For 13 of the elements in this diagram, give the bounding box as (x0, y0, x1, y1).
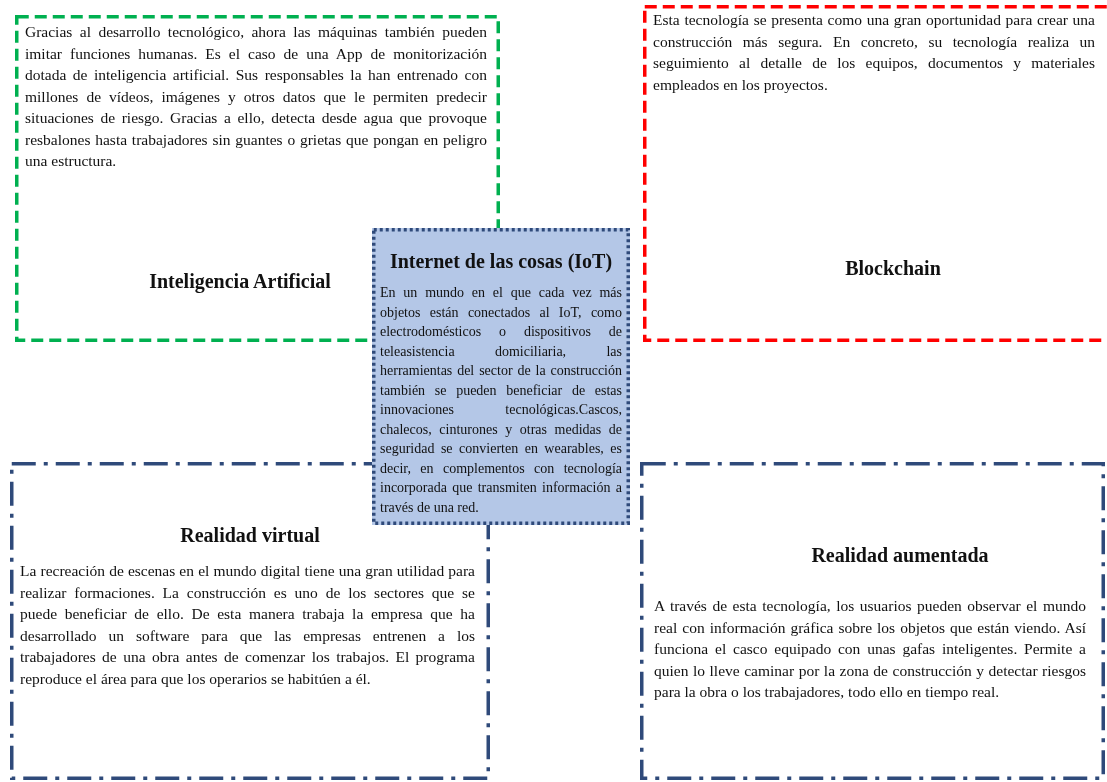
text-panel (372, 228, 630, 525)
panel-heading: Realidad aumentada (810, 544, 990, 567)
paragraph: La recreación de escenas en el mundo digital tiene una gran utilidad para realizar formaciones. La construcción es uno de los sectores que se puede beneficiar de ello. De esta manera trabaja la empresa que ha desarrollado un software para que las empresas entrenen a los trabajadores de una obra antes de comenzar los trabajos. El programa reproduce el área para que los operarios se habitúen a él. (20, 561, 475, 689)
paragraph: A través de esta tecnología, los usuarios pueden observar el mundo real con información gráfica sobre los objetos que están viendo. Así funciona el casco equipado con unas gafas inteligentes. Permite a quien lo lleve caminar por la zona de construcción y detectar riesgos para la obra o los trabajadores, todo ello en tiempo real. (654, 596, 1086, 702)
panel-heading: Blockchain (844, 257, 942, 280)
panel-heading: Realidad virtual (179, 524, 321, 547)
panel-heading: Inteligencia Artificial (148, 270, 332, 293)
paragraph: Gracias al desarrollo tecnológico, ahora las máquinas también pueden imitar funciones humanas. Es el caso de una App de monitorización dotada de inteligencia artificial. Sus responsables la han entrenado con millones de vídeos, imágenes y otros datos que le permiten predecir situaciones de riesgo. Gracias a ello, detecta desde agua que provoque resbalones hasta trabajadores sin guantes o grietas que pongan en peligro una estructura. (25, 22, 487, 171)
paragraph: En un mundo en el que cada vez más objetos están conectados al IoT, como electrodomésticos o dispositivos de teleasistencia domiciliaria, las herramientas del sector de la construcción también se pueden beneficiar de estas innovaciones tecnológicas.Cascos, chalecos, cinturones y otras medidas de seguridad se convierten en wearables, es decir, en complementos con tecnología incorporada que transmiten información a través de una red. (380, 284, 622, 517)
paragraph: Esta tecnología se presenta como una gran oportunidad para crear una construcción más segura. En concreto, su tecnología realiza un seguimiento al detalle de los equipos, documentos y materiales empleados en los proyectos. (653, 10, 1095, 95)
text-panel (640, 462, 1105, 780)
panel-heading: Internet de las cosas (IoT) (388, 250, 614, 273)
text-panel (643, 5, 1107, 342)
